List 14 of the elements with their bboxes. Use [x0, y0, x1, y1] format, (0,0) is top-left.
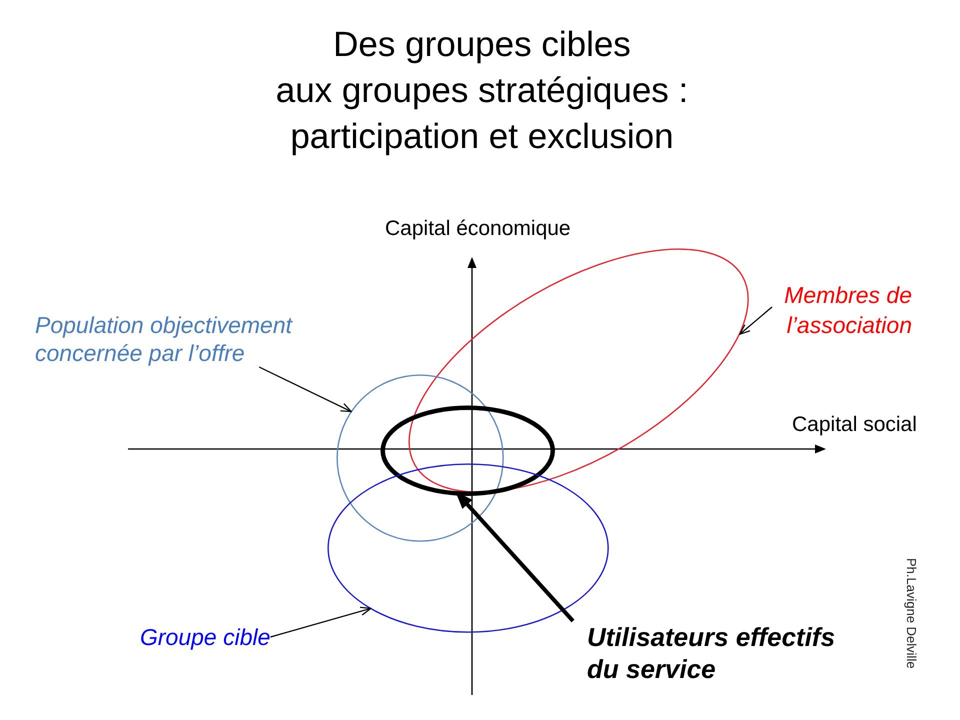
axis-label: Capital économique: [385, 217, 571, 241]
callout-text: Groupe cible: [140, 623, 270, 651]
callout-text: Membres de l’association: [772, 280, 912, 340]
ellipse-outline: [380, 405, 556, 497]
leader-arrow: [739, 306, 772, 335]
axis-label: Capital social: [792, 413, 917, 437]
ellipse-outline: [408, 248, 750, 494]
leader-arrow: [258, 366, 352, 412]
callout-text: Population objectivement concernée par l’offre: [35, 311, 305, 367]
title: Des groupes cibles aux groupes stratégiques : participation et exclusion: [276, 24, 688, 158]
author-credit: Ph.Lavigne Delville: [904, 558, 919, 669]
circle-outline: [336, 374, 504, 542]
callout-text: Utilisateurs effectifs du service: [573, 621, 849, 685]
leader-arrow: [270, 606, 372, 638]
